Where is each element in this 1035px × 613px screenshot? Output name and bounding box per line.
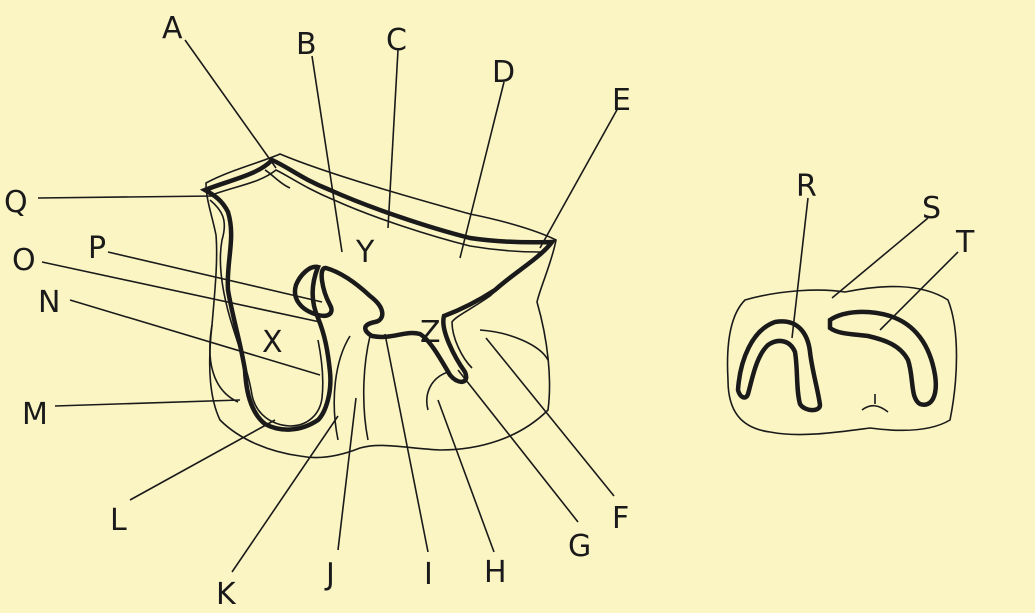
label-h: H [484,555,507,590]
leader-r [792,198,808,338]
label-p: P [88,231,106,266]
large-tooth-enamel [205,160,552,430]
leader-d [460,82,504,258]
label-g: G [568,529,591,564]
leader-t [880,252,958,330]
leader-b [312,56,342,252]
label-z: Z [420,315,441,350]
label-j: J [324,557,335,592]
label-f: F [612,501,629,536]
leader-q [38,196,215,198]
label-q: Q [4,185,28,220]
leader-h [438,400,494,552]
label-b: B [296,27,317,62]
label-t: T [955,225,975,260]
leader-l [130,420,275,500]
label-x: X [262,325,283,360]
leader-m [55,400,240,406]
leader-a [185,40,276,168]
small-tooth-loop-r [738,321,820,410]
large-tooth-cusp-line-2 [334,336,350,440]
label-m: M [22,397,48,432]
label-d: D [492,55,515,90]
leader-i [385,334,428,552]
label-c: C [386,23,407,58]
leader-j [338,398,356,550]
label-l: L [110,503,127,538]
label-y: Y [355,235,375,270]
label-r: R [796,169,817,204]
label-e: E [612,83,631,118]
small-tooth-loop-t [830,312,936,405]
large-tooth-cusp-line-4 [427,372,448,410]
large-tooth-cusp-line-6 [265,170,290,188]
leader-e [540,108,618,248]
small-tooth [728,287,957,435]
large-tooth-cusp-line-1 [210,325,238,402]
large-tooth [205,154,556,458]
label-o: O [12,243,36,278]
leader-f [486,338,614,496]
small-tooth-fissure [862,394,888,412]
leader-s [832,218,928,298]
label-i: I [424,557,433,592]
label-k: K [216,577,237,608]
labels: A B C D E F G H I J K L M N O P Q R S T … [4,11,975,608]
label-s: S [922,191,941,226]
label-n: N [38,285,60,320]
label-a: A [162,11,183,46]
large-tooth-cusp-line-3 [364,336,370,440]
small-tooth-outline [728,287,957,435]
leader-c [388,50,398,228]
leader-lines [38,40,958,572]
large-tooth-cusp-line-5 [480,330,548,360]
